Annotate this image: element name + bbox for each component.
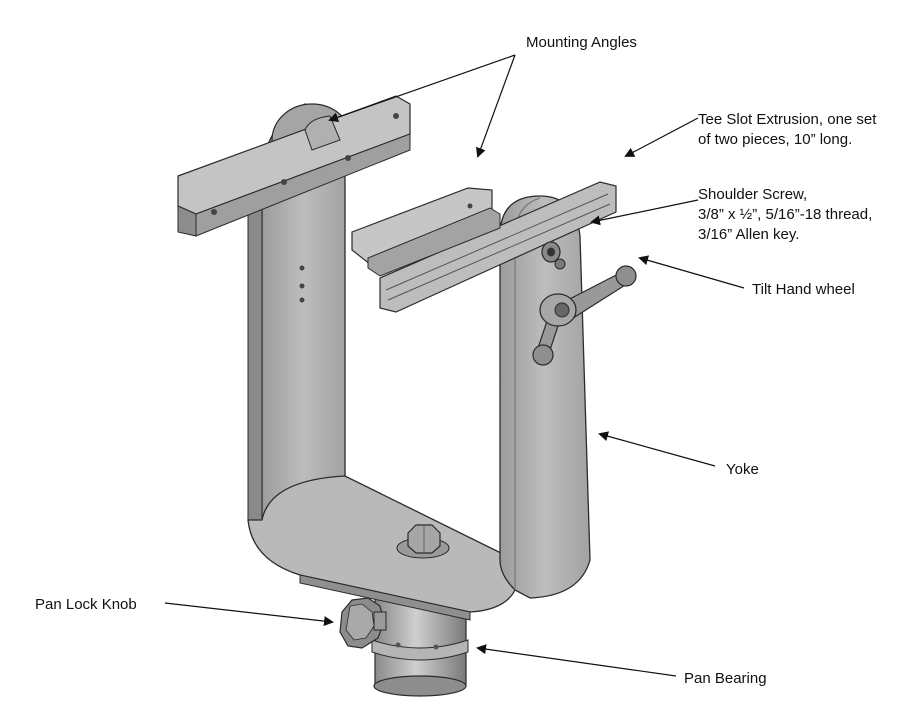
label-tee-slot-line1: Tee Slot Extrusion, one set bbox=[698, 111, 877, 128]
label-yoke: Yoke bbox=[726, 461, 759, 478]
leader-arrows bbox=[164, 54, 745, 677]
label-tee-slot-line2: of two pieces, 10” long. bbox=[698, 131, 853, 148]
tilt-hand-wheel bbox=[532, 265, 637, 366]
label-pan-lock-knob: Pan Lock Knob bbox=[35, 596, 137, 613]
arrow-shoulder-screw bbox=[590, 199, 699, 226]
tee-slot-extrusion bbox=[379, 181, 617, 313]
pan-lock-knob bbox=[339, 597, 387, 649]
label-mounting-angles: Mounting Angles bbox=[526, 34, 637, 51]
label-shoulder-screw-line1: Shoulder Screw, bbox=[698, 186, 808, 203]
arrow-mounting-angles-rear bbox=[328, 54, 516, 123]
label-tilt-hand-wheel: Tilt Hand wheel bbox=[752, 281, 855, 298]
mounting-angle-rear bbox=[177, 95, 411, 237]
label-shoulder-screw-line2: 3/8” x ½”, 5/16”-18 thread, bbox=[698, 206, 873, 223]
mounting-angle-front bbox=[351, 187, 501, 277]
arrow-mounting-angles-front bbox=[476, 54, 516, 158]
arrow-pan-bearing bbox=[476, 644, 677, 677]
arrow-pan-lock-knob bbox=[164, 602, 334, 627]
shoulder-screw bbox=[541, 241, 566, 270]
arrow-yoke bbox=[598, 431, 716, 467]
arrow-tee-slot bbox=[624, 117, 699, 157]
arrow-tilt-hand-wheel bbox=[638, 255, 745, 289]
label-pan-bearing: Pan Bearing bbox=[684, 670, 767, 687]
yoke-base-plate bbox=[247, 475, 516, 621]
label-shoulder-screw-line3: 3/16” Allen key. bbox=[698, 226, 800, 243]
